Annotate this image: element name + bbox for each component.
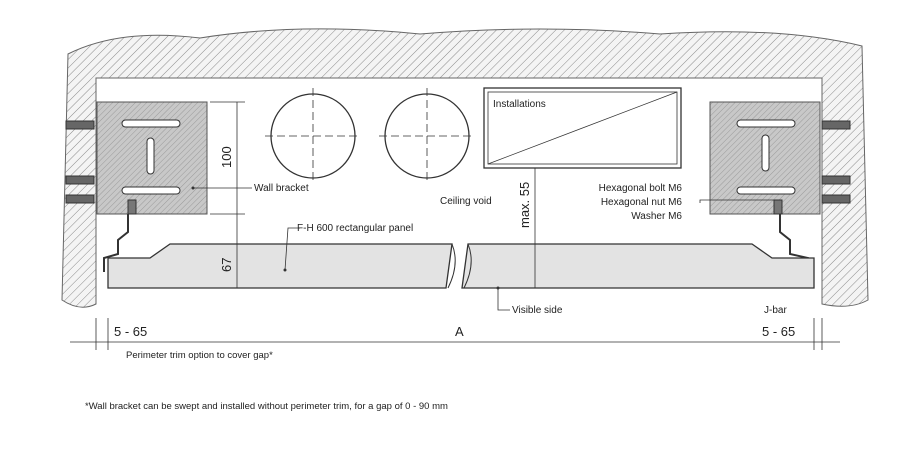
panel-label: F-H 600 rectangular panel [297, 223, 413, 234]
pipe-right [379, 88, 475, 184]
concrete-surround [61, 28, 869, 308]
dim-100-label: 100 [219, 146, 234, 168]
dim-max-void [528, 167, 542, 288]
dim-bracket-height [210, 101, 245, 289]
wall-bracket-label: Wall bracket [254, 183, 309, 194]
dim-span [70, 318, 840, 350]
dim-67-label: 67 [219, 258, 234, 272]
visible-side-label: Visible side [512, 305, 563, 316]
dim-max55-label: max. 55 [517, 182, 532, 228]
right-wall-bracket [709, 101, 821, 272]
washer-label: Washer M6 [631, 211, 682, 222]
left-anchor-bolts [65, 120, 95, 204]
installations-label: Installations [493, 99, 546, 110]
ceiling-void-label: Ceiling void [440, 196, 492, 207]
span-label: A [455, 324, 464, 339]
panel-break [447, 243, 472, 289]
installations-duct [483, 87, 682, 169]
gap-left-label: 5 - 65 [114, 324, 147, 339]
right-anchor-bolts [821, 120, 851, 204]
footnote: *Wall bracket can be swept and installed… [85, 401, 448, 412]
leader-lines [193, 187, 778, 311]
perimeter-trim-note: Perimeter trim option to cover gap* [126, 350, 273, 361]
hex-nut-label: Hexagonal nut M6 [601, 197, 683, 208]
j-bar-label: J-bar [764, 305, 787, 316]
rectangular-panel [107, 243, 815, 289]
left-wall-bracket [96, 101, 208, 272]
hex-bolt-label: Hexagonal bolt M6 [599, 183, 683, 194]
gap-right-label: 5 - 65 [762, 324, 795, 339]
pipe-left [265, 88, 361, 184]
